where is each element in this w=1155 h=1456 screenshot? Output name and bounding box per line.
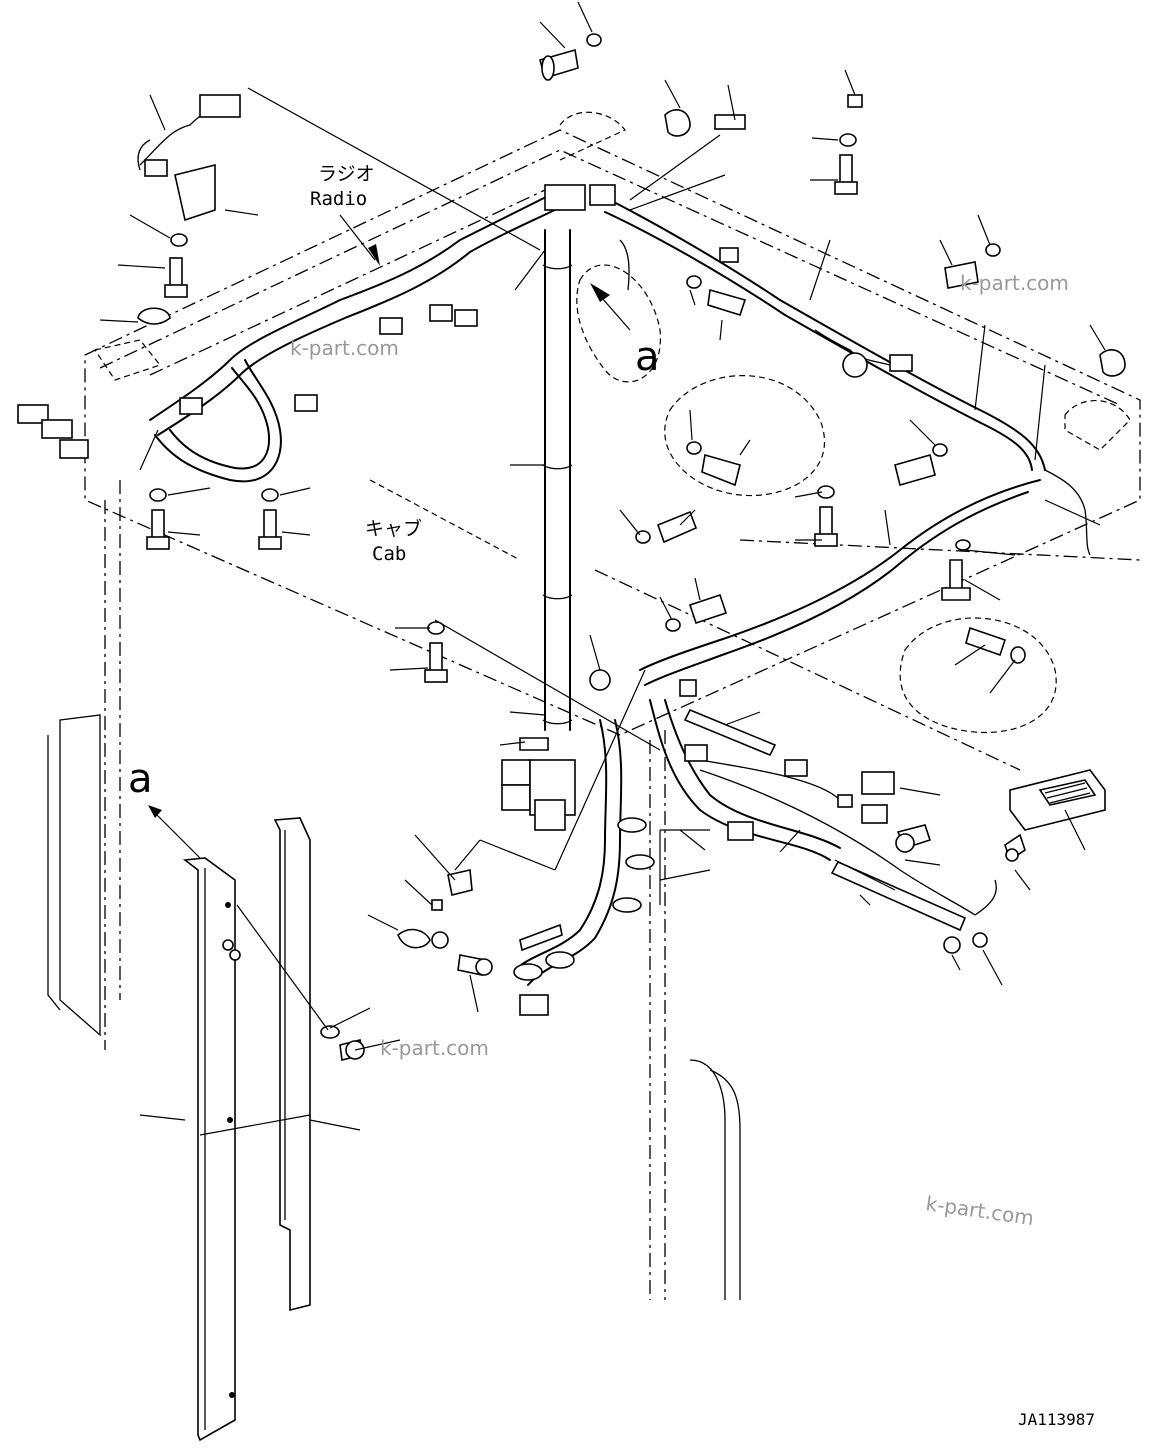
watermark: k-part.com — [960, 271, 1069, 295]
radio-label-jp: ラジオ — [318, 163, 375, 185]
detail-outlines — [576, 264, 1057, 734]
leader-lines — [99, 1, 1106, 1136]
connectors — [17, 94, 913, 1016]
cab-label-jp: キャブ — [365, 517, 422, 540]
detail-a-label-top: a — [635, 334, 660, 380]
watermarks: k-part.com k-part.com k-part.com k-part.… — [290, 271, 1069, 1230]
radio-label-en: Radio — [310, 188, 367, 210]
drawing-code: JA113987 — [1018, 1410, 1095, 1429]
cab-body — [47, 479, 1141, 1300]
pillar-covers — [182, 817, 311, 1442]
roof-outline — [84, 111, 1141, 736]
wire-harness — [137, 99, 1091, 986]
watermark: k-part.com — [290, 336, 399, 360]
dome-lamp — [1009, 769, 1106, 831]
detail-a-label-side: a — [128, 756, 153, 802]
harness-ties — [513, 264, 655, 981]
watermark: k-part.com — [924, 1191, 1035, 1230]
cab-label-en: Cab — [372, 543, 406, 565]
watermark: k-part.com — [380, 1036, 489, 1060]
fasteners — [137, 33, 1126, 1061]
tie-strips — [519, 708, 967, 952]
callout-labels: ラジオ Radio キャブ Cab a a — [128, 163, 660, 859]
